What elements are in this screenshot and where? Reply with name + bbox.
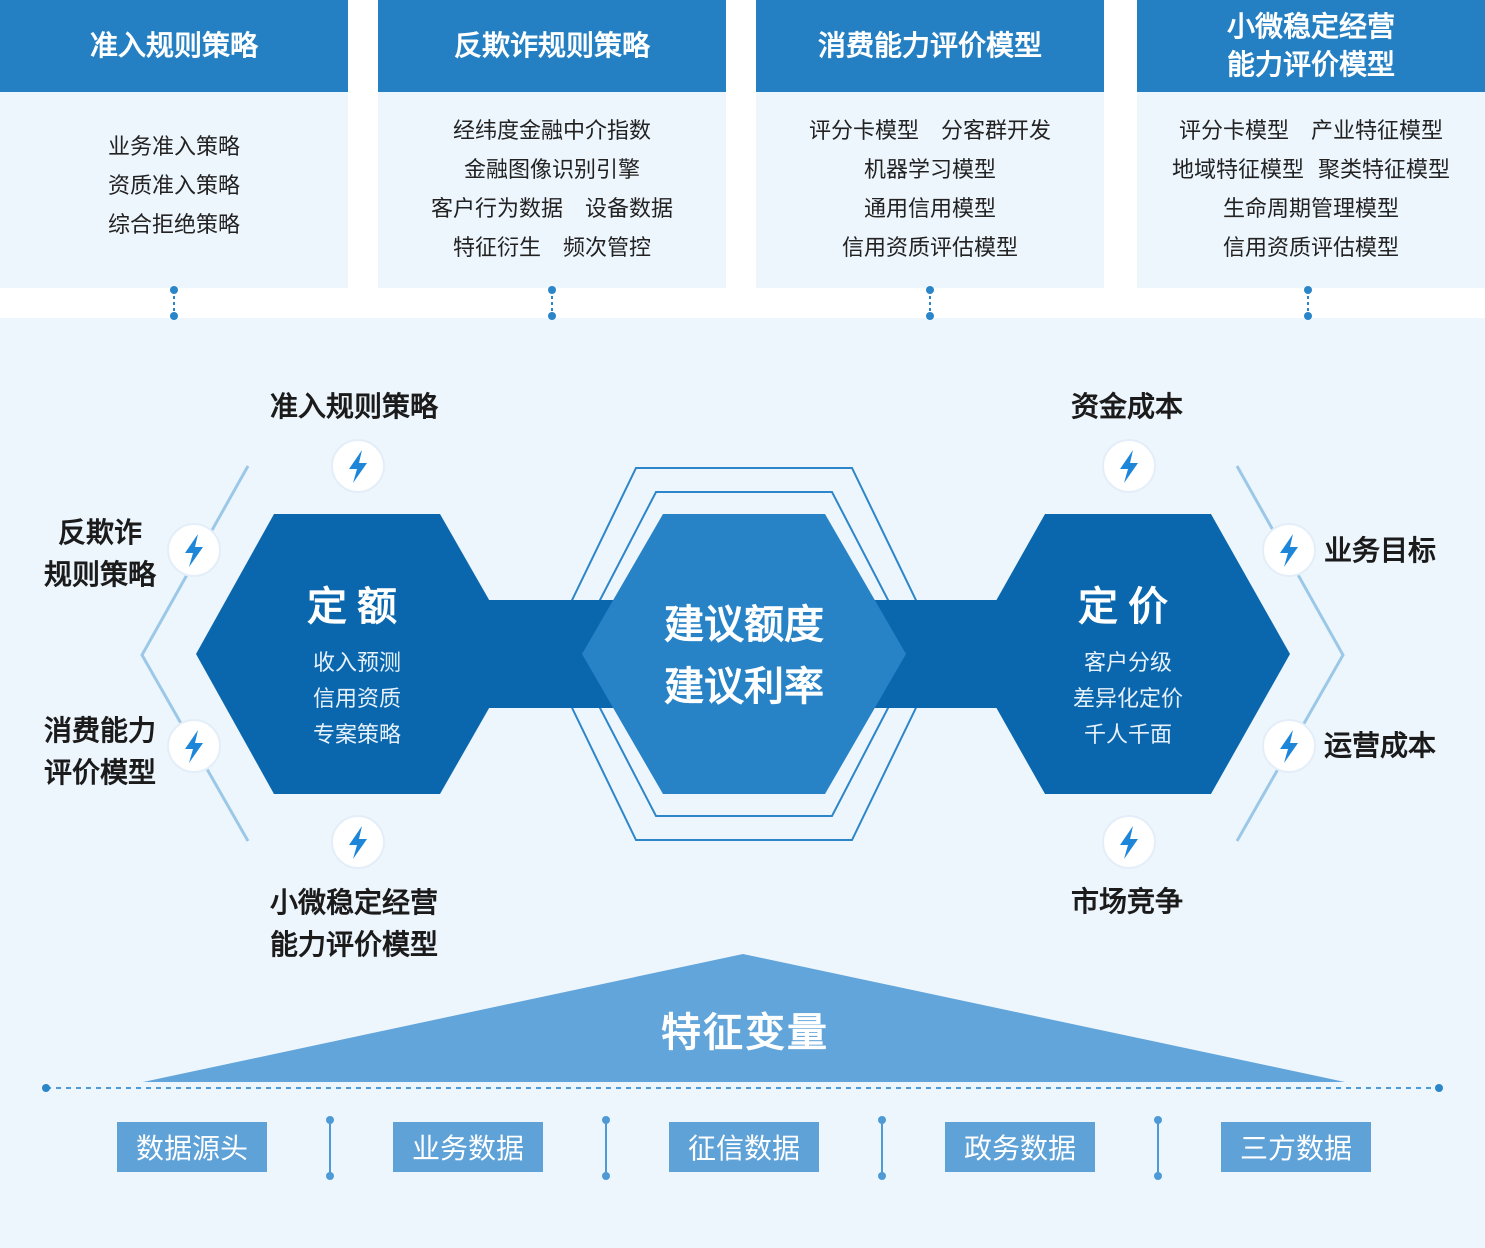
card-item: 机器学习模型	[863, 158, 996, 183]
center-hex-content: 建议额度 建议利率	[612, 596, 876, 716]
lightning-icon	[331, 439, 385, 493]
card-item: 信用资质评估模型	[841, 236, 1018, 261]
left-hex-item: 收入预测	[312, 651, 401, 676]
lightning-icon	[1262, 719, 1316, 773]
lightning-icon	[167, 523, 221, 577]
card-item: 金融图像识别引擎	[463, 158, 640, 183]
label-admission: 准入规则策略	[270, 390, 439, 423]
card-title: 小微稳定经营 能力评价模型	[1137, 0, 1485, 92]
label-market-competition: 市场竞争	[1071, 885, 1184, 918]
card-title: 反欺诈规则策略	[378, 0, 726, 92]
label-antifraud: 反欺诈 规则策略	[43, 516, 156, 591]
data-source-box: 业务数据	[393, 1122, 543, 1172]
card-items: 业务准入策略 资质准入策略 综合拒绝策略	[0, 92, 348, 245]
lightning-icon	[1262, 523, 1316, 577]
right-hex-item: 客户分级	[1083, 651, 1172, 676]
center-hex-line: 建议利率	[664, 664, 824, 710]
card-item: 特征衍生 频次管控	[452, 236, 651, 261]
card-admission: 准入规则策略 业务准入策略 资质准入策略 综合拒绝策略	[0, 0, 348, 288]
data-source-box: 政务数据	[945, 1122, 1095, 1172]
source-separator	[602, 1116, 610, 1180]
source-separator	[326, 1116, 334, 1180]
card-item: 评分卡模型 分客群开发	[808, 119, 1051, 144]
card-item: 信用资质评估模型	[1222, 236, 1399, 261]
card-items: 评分卡模型 产业特征模型 地域特征模型 聚类特征模型 生命周期管理模型 信用资质…	[1137, 92, 1485, 268]
card-connector	[1304, 286, 1312, 320]
card-items: 评分卡模型 分客群开发 机器学习模型 通用信用模型 信用资质评估模型	[756, 92, 1104, 268]
right-hex	[966, 514, 1290, 794]
center-hex	[582, 514, 906, 794]
label-operating-cost: 运营成本	[1324, 729, 1437, 762]
right-hex-title: 定价	[1078, 584, 1178, 630]
right-hex-content: 定价 客户分级 差异化定价 千人千面	[1018, 574, 1238, 754]
card-item: 经纬度金融中介指数	[452, 119, 651, 144]
right-hex-item: 千人千面	[1083, 723, 1172, 748]
card-consumption-model: 消费能力评价模型 评分卡模型 分客群开发 机器学习模型 通用信用模型 信用资质评…	[756, 0, 1104, 288]
lightning-icon	[1102, 815, 1156, 869]
card-item: 综合拒绝策略	[107, 213, 240, 238]
card-antifraud: 反欺诈规则策略 经纬度金融中介指数 金融图像识别引擎 客户行为数据 设备数据 特…	[378, 0, 726, 288]
card-item: 通用信用模型	[863, 197, 996, 222]
lightning-icon	[167, 719, 221, 773]
left-hex-item: 信用资质	[312, 687, 401, 712]
card-item: 业务准入策略	[107, 135, 240, 160]
right-hex-item: 差异化定价	[1072, 687, 1183, 712]
label-funding-cost: 资金成本	[1071, 390, 1184, 423]
source-separator	[878, 1116, 886, 1180]
label-smallbiz: 小微稳定经营 能力评价模型	[270, 886, 439, 961]
label-business-goal: 业务目标	[1324, 534, 1437, 567]
card-item: 生命周期管理模型	[1222, 197, 1399, 222]
label-consumption: 消费能力 评价模型	[43, 714, 156, 789]
card-connector	[170, 286, 178, 320]
left-hex-item: 专案策略	[312, 723, 401, 748]
feature-triangle	[143, 954, 1345, 1082]
center-hex-line: 建议额度	[664, 602, 824, 648]
left-hex-title: 定额	[307, 584, 407, 630]
card-items: 经纬度金融中介指数 金融图像识别引擎 客户行为数据 设备数据 特征衍生 频次管控	[378, 92, 726, 268]
lightning-icon	[1102, 439, 1156, 493]
data-source-box: 数据源头	[117, 1122, 267, 1172]
card-connector	[548, 286, 556, 320]
card-item: 地域特征模型 聚类特征模型	[1172, 158, 1450, 183]
card-title: 消费能力评价模型	[756, 0, 1104, 92]
card-item: 资质准入策略	[107, 174, 240, 199]
triangle-label: 特征变量	[661, 1010, 829, 1056]
data-source-box: 征信数据	[669, 1122, 819, 1172]
card-item: 客户行为数据 设备数据	[430, 197, 673, 222]
card-item: 评分卡模型 产业特征模型	[1178, 119, 1443, 144]
card-title: 准入规则策略	[0, 0, 348, 92]
data-source-box: 三方数据	[1221, 1122, 1371, 1172]
card-connector	[926, 286, 934, 320]
baseline	[42, 1084, 1443, 1092]
left-hex	[196, 514, 520, 794]
lightning-icon	[331, 815, 385, 869]
card-smallbiz-model: 小微稳定经营 能力评价模型 评分卡模型 产业特征模型 地域特征模型 聚类特征模型…	[1137, 0, 1485, 288]
left-hex-content: 定额 收入预测 信用资质 专案策略	[247, 574, 467, 754]
source-separator	[1154, 1116, 1162, 1180]
